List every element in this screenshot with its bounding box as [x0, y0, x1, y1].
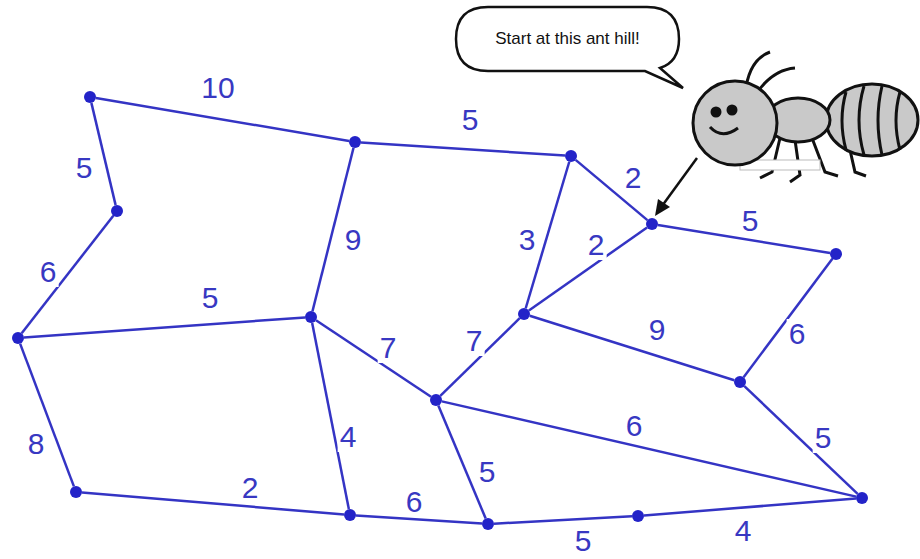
weighted-edge	[744, 386, 857, 494]
edge-weight: 7	[378, 333, 399, 363]
edge-weight: 3	[517, 225, 538, 255]
weighted-edge	[644, 498, 856, 515]
graph-vertex	[344, 509, 356, 521]
weighted-edge	[24, 317, 305, 337]
graph-vertex	[12, 332, 24, 344]
weighted-edge	[22, 216, 114, 334]
edge-weight: 6	[404, 487, 425, 517]
weighted-edge	[361, 142, 565, 155]
edge-weight: 9	[343, 225, 364, 255]
graph-vertex	[111, 205, 123, 217]
edge-weight: 5	[740, 206, 761, 236]
graph-vertex	[70, 486, 82, 498]
graph-vertex	[830, 248, 842, 260]
edge-weight: 2	[240, 473, 261, 503]
edge-weight: 2	[586, 230, 607, 260]
graph-vertex	[856, 492, 868, 504]
graph-vertex	[632, 510, 644, 522]
weighted-edge	[312, 323, 349, 509]
speech-bubble: Start at this ant hill!	[455, 6, 680, 72]
weighted-edge	[20, 344, 74, 487]
edge-weight: 7	[464, 326, 485, 356]
edge-weight: 5	[74, 153, 95, 183]
graph-vertex	[430, 394, 442, 406]
graph-vertex	[734, 376, 746, 388]
edge-weight: 2	[623, 163, 644, 193]
edge-weight: 4	[338, 422, 359, 452]
edge-weight: 5	[460, 105, 481, 135]
edge-weight: 5	[813, 423, 834, 453]
bubble-text: Start at this ant hill!	[483, 29, 652, 49]
edge-weight: 9	[647, 315, 668, 345]
graph-vertex	[646, 218, 658, 230]
graph-vertex	[349, 136, 361, 148]
weighted-edge	[440, 318, 519, 396]
weighted-edge	[82, 493, 344, 515]
edge-weight: 5	[200, 283, 221, 313]
graph-vertex	[565, 150, 577, 162]
edge-weight: 5	[477, 457, 498, 487]
weighted-edge	[494, 516, 632, 523]
pointer-arrow	[655, 158, 697, 216]
graph-vertex	[482, 518, 494, 530]
edge-weight: 8	[26, 429, 47, 459]
weighted-edge	[91, 103, 115, 205]
graph-vertex	[518, 308, 530, 320]
edge-weight: 4	[733, 516, 754, 546]
weighted-edge	[530, 316, 735, 380]
ant-figure	[693, 52, 918, 182]
weighted-edge	[96, 98, 349, 141]
edge-weight: 6	[38, 257, 59, 287]
weighted-edge	[576, 160, 648, 220]
edge-weight: 6	[787, 319, 808, 349]
edge-weight: 5	[573, 526, 594, 556]
edge-weight: 10	[199, 73, 236, 103]
graph-vertex	[84, 91, 96, 103]
weighted-edge	[316, 320, 431, 396]
weighted-edge	[529, 227, 647, 310]
weighted-edge	[442, 401, 856, 496]
graph-vertex	[305, 311, 317, 323]
edge-weight: 6	[624, 411, 645, 441]
weighted-edge	[744, 259, 833, 377]
